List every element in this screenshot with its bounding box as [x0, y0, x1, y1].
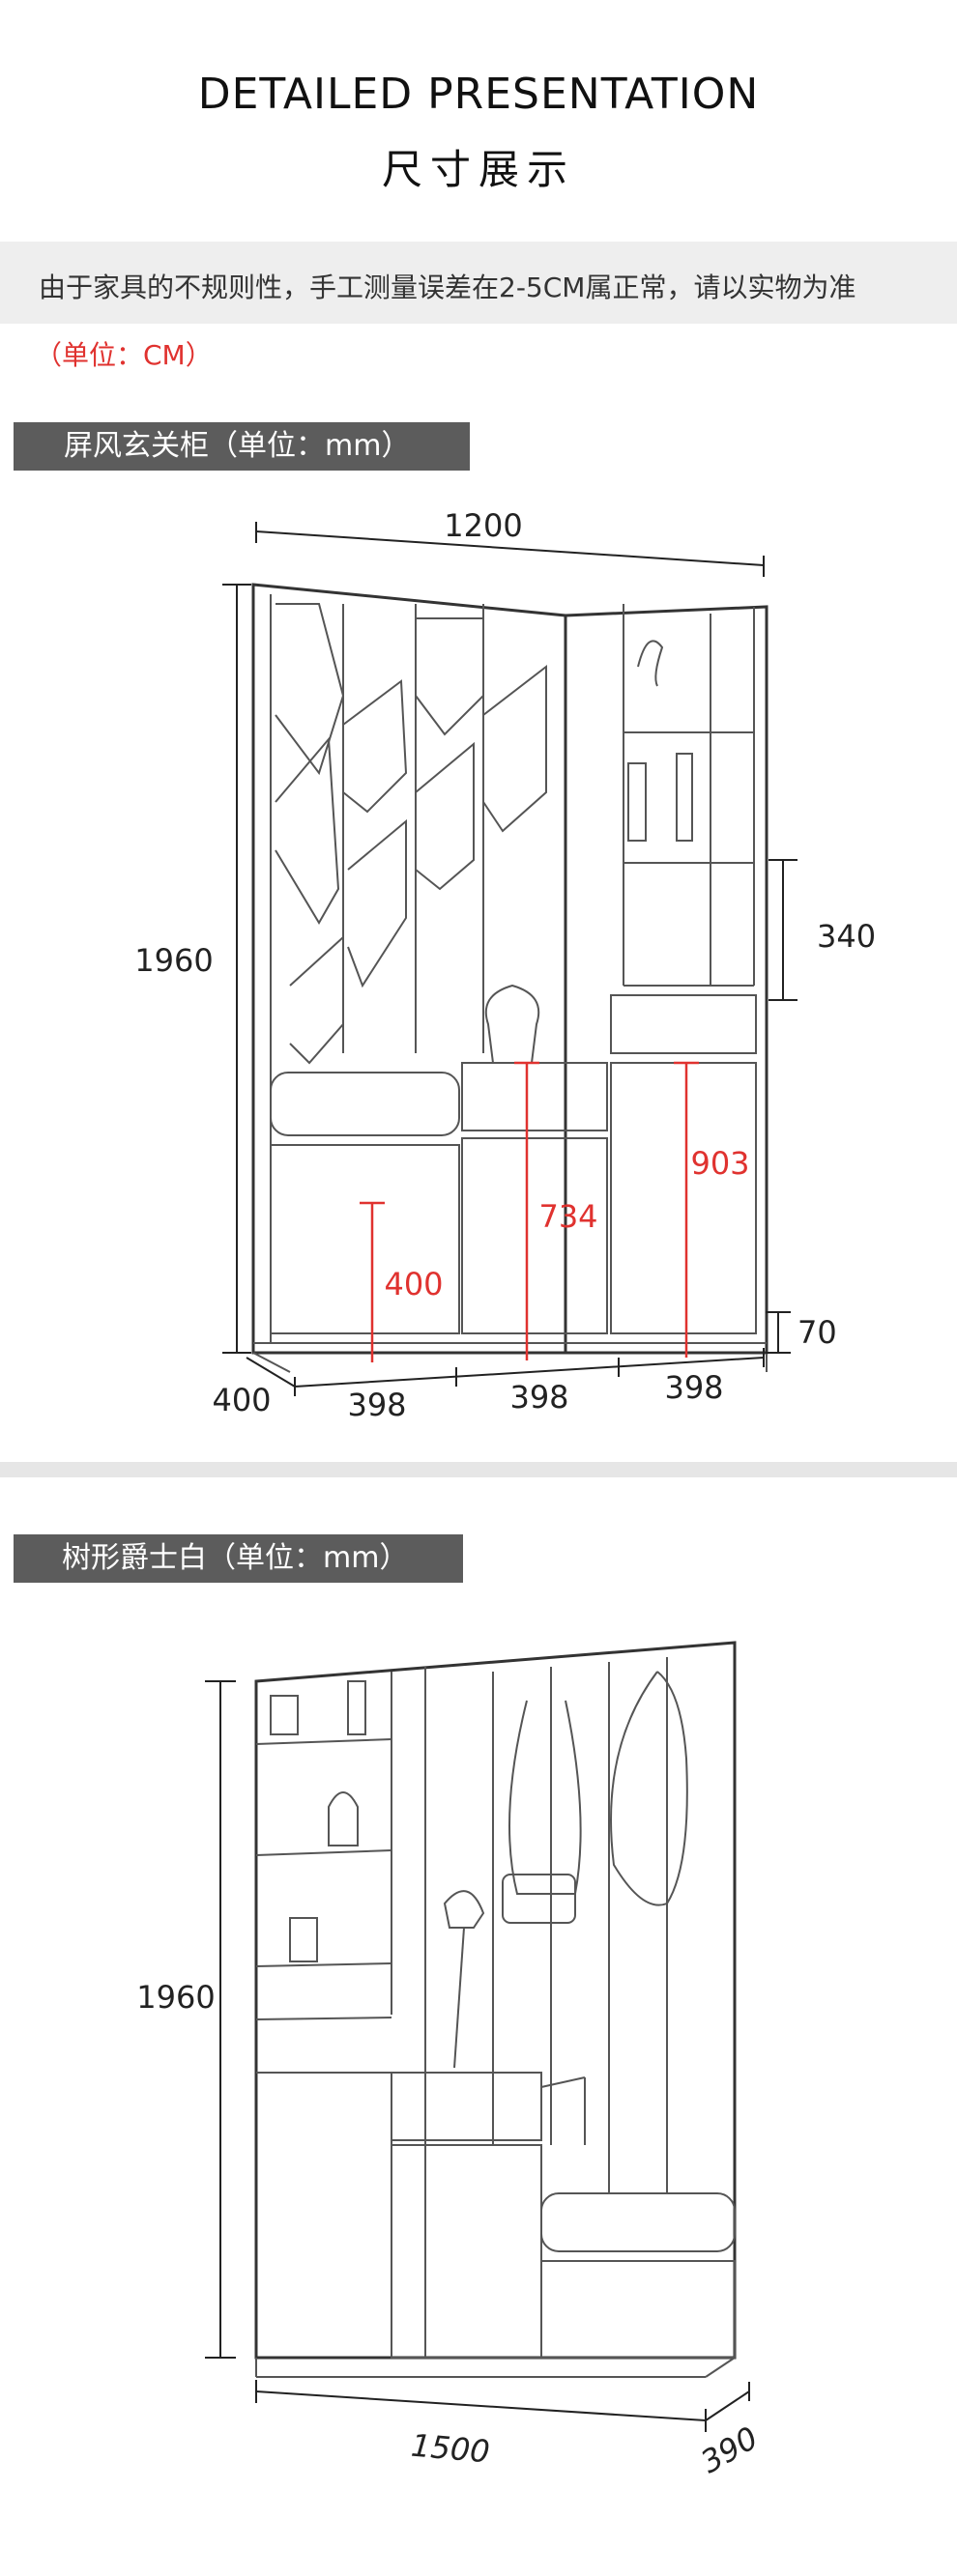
dim-width: 1200: [444, 507, 522, 544]
tree-cabinet-drawing: 1960 1500 390: [136, 1641, 764, 2480]
dim-shelf-height: 340: [817, 918, 876, 955]
dim-module-width-2: 398: [509, 1379, 568, 1416]
dim-module-width-3: 398: [664, 1369, 723, 1406]
notice-bar: [0, 242, 957, 324]
dim-module-width-1: 398: [347, 1387, 406, 1423]
screen-cabinet-drawing: 1200 1960 340 70 400 398 398 398 400 734…: [134, 507, 876, 1423]
tree-cabinet-sketch: [254, 1641, 737, 2378]
screen-cabinet-sketch: [251, 583, 768, 1373]
red-height-lines: [360, 1061, 699, 1362]
dim-width-2: 1500: [410, 2427, 491, 2471]
section-divider: [0, 1462, 957, 1477]
notice-text: 由于家具的不规则性，手工测量误差在2-5CM属正常，请以实物为准: [39, 272, 856, 303]
dim-cabinet-height: 903: [690, 1145, 749, 1182]
dimension-lines-2: [205, 1680, 750, 2432]
dimension-lines: [222, 522, 798, 1396]
page-title-cn: 尺寸展示: [381, 146, 575, 193]
dim-counter-height: 734: [538, 1198, 597, 1235]
dim-height-2: 1960: [136, 1979, 215, 2016]
section-label-tree-jazz-white: 树形爵士白（单位：mm）: [14, 1534, 463, 1583]
unit-note: （单位：CM）: [35, 339, 213, 371]
dim-depth: 400: [212, 1382, 271, 1418]
section-label-screen-cabinet: 屏风玄关柜（单位：mm）: [14, 422, 470, 471]
dim-seat-height: 400: [384, 1266, 443, 1302]
dim-height: 1960: [134, 942, 213, 979]
dim-base-height: 70: [798, 1314, 837, 1351]
page-title-en: DETAILED PRESENTATION: [197, 70, 760, 119]
